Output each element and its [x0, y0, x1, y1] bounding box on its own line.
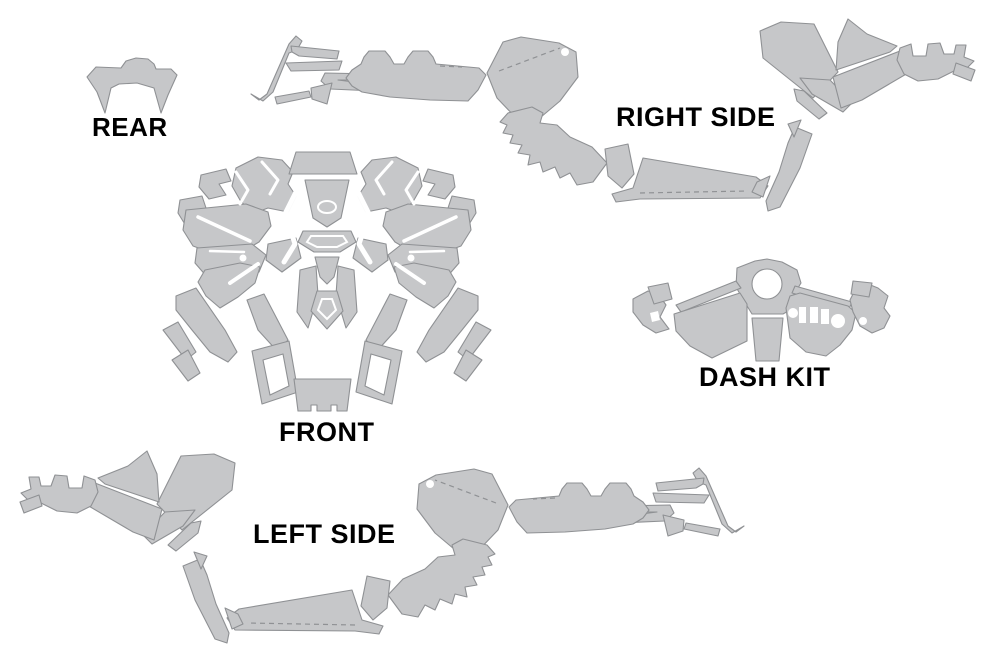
dash-right-small-panel-piece [850, 280, 873, 298]
pillar-prong2-piece [751, 175, 771, 198]
lower-arm-piece [175, 287, 238, 363]
dash-left-small-panel-piece [647, 282, 673, 305]
castellated-tail-piece [896, 42, 975, 82]
kite-bolt-hole [561, 48, 569, 56]
door-panel-piece [345, 50, 487, 102]
knob-cutout [831, 314, 845, 328]
rocker-connector-piece [604, 143, 635, 189]
side-slash-slit [196, 215, 252, 243]
rear-pillar-arm-piece [765, 126, 813, 212]
hood-slit [260, 160, 280, 196]
claw-sliver2-piece [171, 349, 201, 382]
hexagon-inner-detail [305, 235, 349, 248]
kite-stitch-line [498, 47, 561, 72]
lower-bumper-piece [293, 378, 352, 412]
fender-slit [208, 249, 246, 254]
main-channel-slit [281, 181, 303, 265]
band2-piece [793, 88, 828, 120]
center-shield-piece [314, 256, 340, 285]
lower-triangle-piece [310, 82, 333, 105]
teardrop-inner-detail [316, 298, 338, 321]
pillar-prong-piece [787, 119, 802, 138]
rear-fender-triangle-piece [835, 18, 898, 71]
dash-left-panel-piece [673, 292, 748, 359]
dash-kit-label: DASH KIT [699, 362, 831, 392]
rear-bumper-piece [86, 57, 178, 114]
lower-sliver-piece [274, 90, 312, 105]
center-oval-detail [317, 200, 337, 214]
right-side-decal-group [250, 18, 976, 212]
front-right-half-group [336, 157, 491, 404]
tail-tip-piece [952, 62, 976, 82]
center-teardrop-piece [310, 290, 344, 330]
front-left-half-group [162, 156, 319, 405]
horn-cutout [650, 311, 660, 322]
rear-label: REAR [92, 112, 168, 142]
front-decal-group [162, 151, 491, 412]
dash-kit-decal-group [632, 258, 891, 362]
left-side-label: LEFT SIDE [253, 519, 396, 549]
rear-decal-group [86, 57, 178, 114]
eyebrow-piece [198, 168, 232, 200]
headlight-ring-piece [251, 340, 299, 405]
front-label: FRONT [279, 417, 375, 447]
cheek-slit [228, 262, 260, 285]
hood-cap-piece [288, 151, 358, 175]
brow-slit [234, 170, 250, 206]
gauge-cutout [788, 308, 798, 318]
second-strip-piece [285, 60, 343, 72]
rocker-strip-piece [611, 157, 769, 203]
jagged-quarter-piece [499, 106, 608, 186]
band-piece [799, 77, 853, 113]
horn-bolt-cutout [859, 317, 867, 325]
switch-cutout [810, 307, 818, 323]
tail-arm-piece [832, 50, 909, 109]
right-side-label: RIGHT SIDE [616, 102, 776, 132]
center-triangle-piece [304, 179, 350, 228]
switch-cutout [821, 309, 829, 324]
dash-left-strip-piece [675, 280, 742, 313]
front-fender-blade-piece [250, 35, 303, 102]
upper-bar-piece [290, 45, 340, 60]
fender-bolt-hole [239, 254, 247, 262]
dash-column-piece [751, 317, 784, 362]
rocker-stitch-line [639, 190, 749, 194]
panel-stitch-line [439, 65, 463, 68]
switch-cutout [799, 307, 806, 323]
